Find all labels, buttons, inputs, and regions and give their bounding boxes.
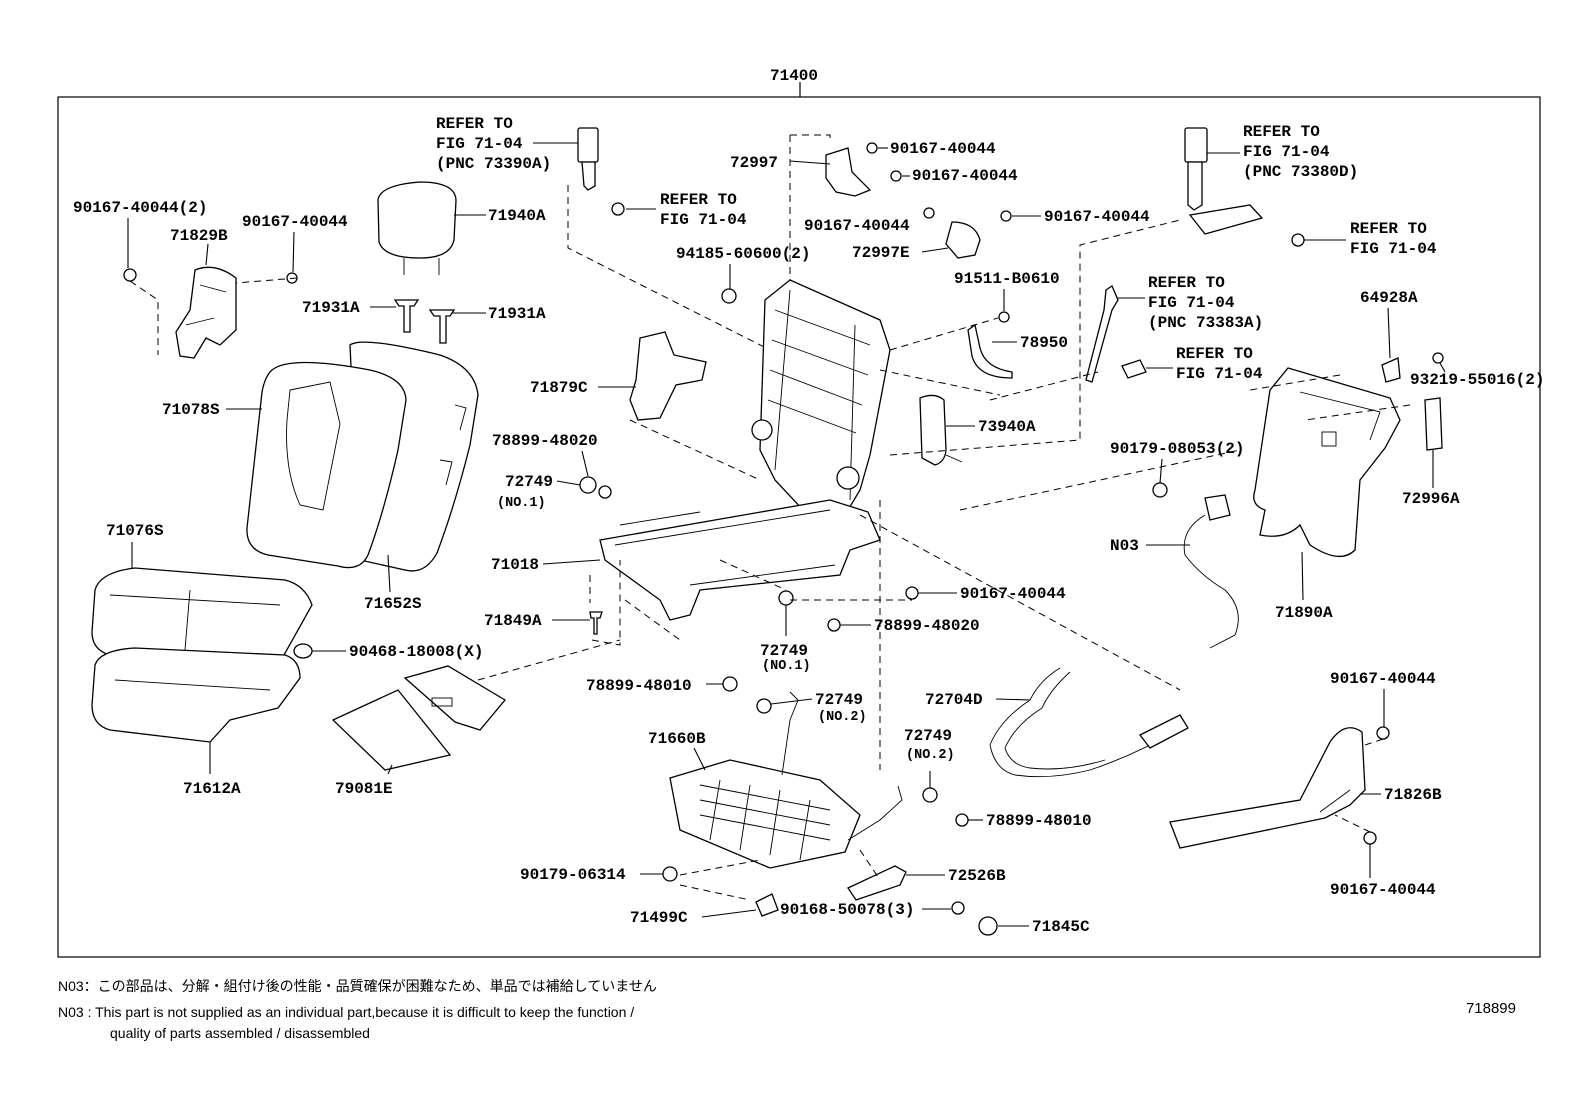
label-78950: 78950 (1020, 334, 1068, 352)
label-90167-40044-i: 90167-40044 (1330, 881, 1436, 899)
hinge-cover-part (123, 266, 298, 359)
label-78899-48010-d: 78899-48010 (986, 812, 1092, 830)
label-71078s: 71078S (162, 401, 220, 419)
label-refer6-b: FIG 71-04 (1176, 365, 1263, 383)
label-refer3-b: FIG 71-04 (1243, 143, 1330, 161)
label-90179-08053: 90179-08053(2) (1110, 440, 1244, 458)
label-refer3-a: REFER TO (1243, 123, 1320, 141)
label-78899-48020-b: 78899-48020 (874, 617, 980, 635)
label-90167-40044-e: 90167-40044 (804, 217, 910, 235)
label-no2-b: (NO.2) (906, 748, 955, 763)
control-cable-part (989, 667, 1189, 778)
label-71849a: 71849A (484, 612, 542, 630)
label-64928a: 64928A (1360, 289, 1418, 307)
label-90167-40044-h: 90167-40044 (1330, 670, 1436, 688)
side-cover-part (629, 331, 707, 421)
label-90468: 90468-18008(X) (349, 643, 483, 661)
label-refer6-a: REFER TO (1176, 345, 1253, 363)
label-71612a: 71612A (183, 780, 241, 798)
label-90167-40044-2: 90167-40044(2) (73, 199, 207, 217)
label-refer1-b: FIG 71-04 (436, 135, 523, 153)
label-no1-b: (NO.1) (762, 659, 811, 674)
label-90168-50078: 90168-50078(3) (780, 901, 914, 919)
footnote-jp: N03：この部品は、分解・組付け後の性能・品質確保が困難なため、単品では補給して… (58, 978, 657, 994)
label-71018: 71018 (491, 556, 539, 574)
label-73940a: 73940A (978, 418, 1036, 436)
handle-part (847, 865, 998, 936)
footnote-en-line1: N03 : This part is not supplied as an in… (58, 1004, 635, 1020)
label-90167-40044-d: 90167-40044 (912, 167, 1018, 185)
label-71931a-2: 71931A (488, 305, 546, 323)
catalog-number: 718899 (1465, 1000, 1516, 1017)
seatback-frame-part (721, 279, 891, 529)
back-board-part (1253, 352, 1444, 557)
seat-heater-part (331, 665, 506, 771)
assembly-frame (57, 82, 1541, 958)
label-72997e: 72997E (852, 244, 910, 262)
label-71890a: 71890A (1275, 604, 1333, 622)
label-refer2-b: FIG 71-04 (660, 211, 747, 229)
release-rod-part (1085, 285, 1147, 383)
label-refer4-a: REFER TO (1350, 220, 1427, 238)
seatbelt-buckle-left (577, 127, 625, 216)
label-71931a-1: 71931A (302, 299, 360, 317)
label-90179-06314: 90179-06314 (520, 866, 626, 884)
footnote-en-line2: quality of parts assembled / disassemble… (110, 1025, 370, 1041)
label-72997: 72997 (730, 154, 778, 172)
strap-part (919, 311, 1013, 466)
label-78899-48010-c: 78899-48010 (586, 677, 692, 695)
label-72526b: 72526B (948, 867, 1006, 885)
label-refer1-a: REFER TO (436, 115, 513, 133)
label-90167-40044-f: 90167-40044 (1044, 208, 1150, 226)
label-71652s: 71652S (364, 595, 422, 613)
label-72749-b: 72749 (760, 642, 808, 660)
label-refer2-a: REFER TO (660, 191, 737, 209)
label-72749-c: 72749 (815, 691, 863, 709)
label-71829b: 71829B (170, 227, 228, 245)
label-94185-60600: 94185-60600(2) (676, 245, 810, 263)
label-no1-a: (NO.1) (497, 496, 546, 511)
label-no2-a: (NO.2) (818, 710, 867, 725)
label-91511-b0610: 91511-B0610 (954, 270, 1060, 288)
side-shield-part (1169, 726, 1390, 849)
release-cable-part (1152, 482, 1239, 649)
label-71660b: 71660B (648, 730, 706, 748)
label-72704d: 72704D (925, 691, 983, 709)
label-90167-40044-b: 90167-40044 (242, 213, 348, 231)
label-93219-55016: 93219-55016(2) (1410, 371, 1544, 389)
seat-track-part (579, 476, 881, 621)
label-refer4-b: FIG 71-04 (1350, 240, 1437, 258)
label-refer3-c: (PNC 73380D) (1243, 163, 1358, 181)
label-71076s: 71076S (106, 522, 164, 540)
label-72749-d: 72749 (904, 727, 952, 745)
seatback-cover-part (246, 341, 479, 572)
label-71826b: 71826B (1384, 786, 1442, 804)
label-refer1-c: (PNC 73390A) (436, 155, 551, 173)
label-71499c: 71499C (630, 909, 688, 927)
label-78899-48020-a: 78899-48020 (492, 432, 598, 450)
label-71879c: 71879C (530, 379, 588, 397)
label-90167-40044-c: 90167-40044 (890, 140, 996, 158)
label-72749-a: 72749 (505, 473, 553, 491)
label-72996a: 72996A (1402, 490, 1460, 508)
cushion-cover-part (91, 567, 313, 743)
label-refer5-a: REFER TO (1148, 274, 1225, 292)
label-79081e: 79081E (335, 780, 393, 798)
assembly-label: 71400 (770, 67, 818, 85)
recliner-cover-part (825, 142, 1012, 259)
label-n03: N03 (1110, 537, 1139, 555)
label-refer5-c: (PNC 73383A) (1148, 314, 1263, 332)
label-90167-40044-g: 90167-40044 (960, 585, 1066, 603)
cushion-frame-part (669, 676, 969, 869)
label-71940a: 71940A (488, 207, 546, 225)
label-refer5-b: FIG 71-04 (1148, 294, 1235, 312)
label-71845c: 71845C (1032, 918, 1090, 936)
headrest-part (377, 181, 457, 344)
